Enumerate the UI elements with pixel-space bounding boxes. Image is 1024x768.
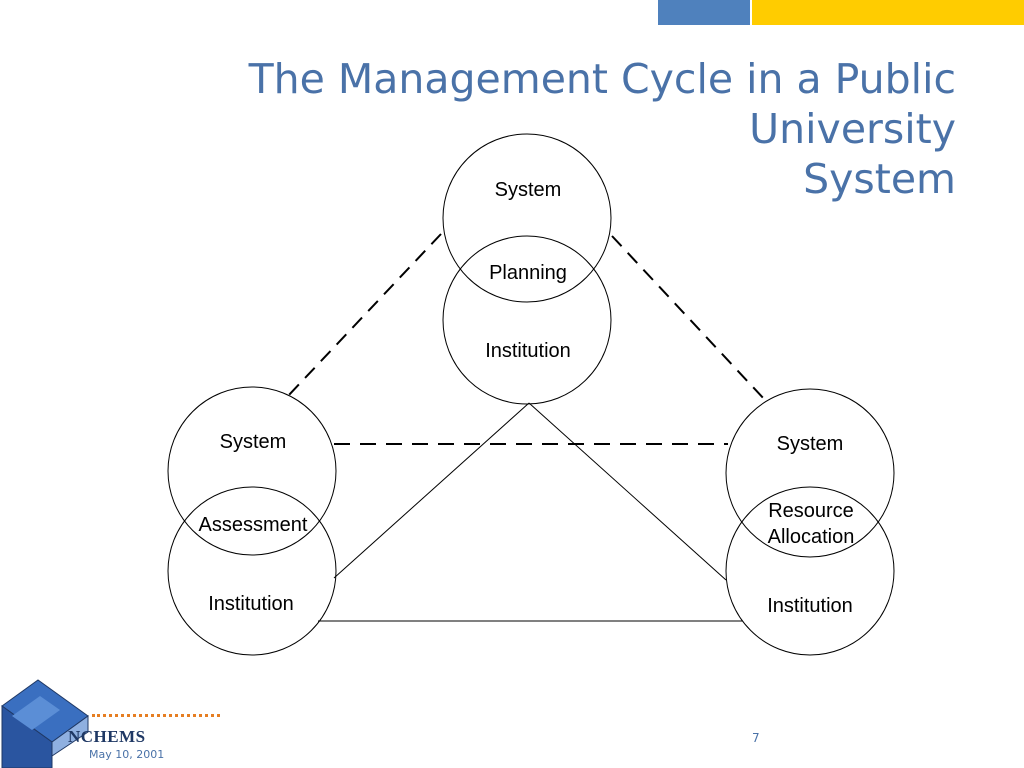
assessment-system-circle bbox=[167, 386, 337, 556]
assessment-institution-circle bbox=[167, 486, 337, 656]
footer-date: May 10, 2001 bbox=[89, 748, 165, 761]
resource-institution-label: Institution bbox=[767, 595, 853, 617]
resource-label-line-1: Resource bbox=[768, 500, 854, 522]
dashed-connector-planning-resource bbox=[611, 235, 766, 401]
header-accent-yellow bbox=[752, 0, 1024, 25]
resource-label-line-2: Allocation bbox=[768, 526, 855, 548]
resource-system-label: System bbox=[777, 433, 844, 455]
resource-institution-circle bbox=[725, 486, 895, 656]
title-line-2: System bbox=[803, 155, 956, 203]
planning-node: System Planning Institution bbox=[442, 133, 612, 405]
planning-system-circle bbox=[442, 133, 612, 303]
header-accent-blue bbox=[658, 0, 750, 25]
logo-dotted-rule bbox=[92, 714, 220, 717]
resource-allocation-node: System Resource Allocation Institution bbox=[725, 388, 895, 656]
dashed-connector-planning-assessment bbox=[287, 233, 442, 397]
title-line-1: The Management Cycle in a Public Univers… bbox=[248, 55, 956, 153]
slide-title: The Management Cycle in a Public Univers… bbox=[76, 54, 956, 204]
logo-wordmark: NCHEMS bbox=[68, 727, 146, 746]
solid-connector-planning-resource bbox=[528, 402, 727, 581]
planning-institution-circle bbox=[442, 235, 612, 405]
nchems-logo-icon bbox=[1, 679, 89, 768]
page-number: 7 bbox=[752, 731, 760, 745]
assessment-system-label: System bbox=[220, 431, 287, 453]
planning-institution-label: Institution bbox=[485, 340, 571, 362]
planning-label: Planning bbox=[489, 262, 567, 284]
assessment-institution-label: Institution bbox=[208, 593, 294, 615]
assessment-label: Assessment bbox=[199, 514, 308, 536]
solid-connector-planning-assessment bbox=[333, 402, 530, 579]
resource-system-circle bbox=[725, 388, 895, 558]
planning-system-label: System bbox=[495, 179, 562, 201]
assessment-node: System Assessment Institution bbox=[167, 386, 337, 656]
